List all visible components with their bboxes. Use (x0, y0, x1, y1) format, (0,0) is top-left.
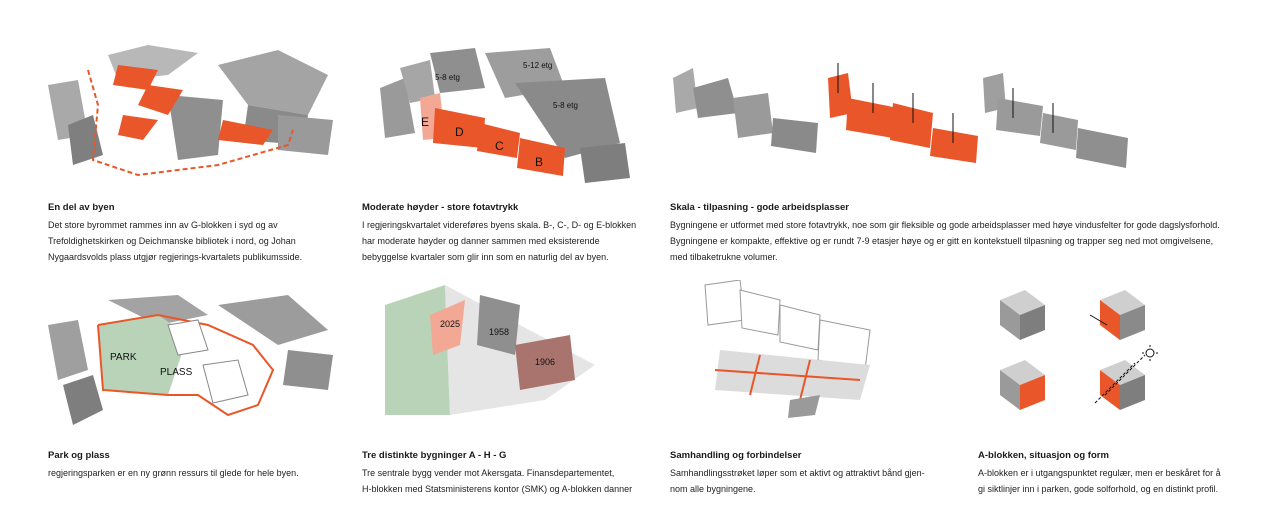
caption-line: med tilbaketrukne volumer. (670, 249, 1230, 265)
label-block-b: B (535, 155, 543, 169)
caption-moderate-hoyder: Moderate høyder - store fotavtrykk I reg… (362, 202, 652, 265)
diagram-block-heights: 5-8 etg 5-12 etg 5-8 etg E D C B (375, 48, 635, 188)
label-block-d: D (455, 125, 464, 139)
caption-line: I regjeringskvartalet videreføres byens … (362, 217, 652, 233)
caption-line: regjeringsparken er en ny grønn ressurs … (48, 465, 338, 481)
diagram-connections (700, 280, 900, 420)
caption-samhandling: Samhandling og forbindelser Samhandlings… (670, 450, 960, 497)
label-year-1958: 1958 (489, 327, 509, 337)
label-block-e: E (421, 115, 429, 129)
caption-a-blokken: A-blokken, situasjon og form A-blokken e… (978, 450, 1268, 497)
caption-title: Tre distinkte bygninger A - H - G (362, 450, 652, 462)
caption-line: H-blokken med Statsministerens kontor (S… (362, 481, 652, 497)
caption-line: Samhandlingsstrøket løper som et aktivt … (670, 465, 960, 481)
caption-park-og-plass: Park og plass regjeringsparken er en ny … (48, 450, 338, 481)
caption-title: En del av byen (48, 202, 338, 214)
caption-line: A-blokken er i utgangspunktet regulær, m… (978, 465, 1268, 481)
label-5-8-etg-a: 5-8 etg (435, 73, 460, 82)
diagram-city-context (48, 45, 338, 190)
caption-title: A-blokken, situasjon og form (978, 450, 1268, 462)
caption-line: Trefoldighetskirken og Deichmanske bibli… (48, 233, 338, 249)
caption-line: har moderate høyder og danner sammen med… (362, 233, 652, 249)
caption-line: Bygningene er kompakte, effektive og er … (670, 233, 1230, 249)
diagram-three-buildings: 2025 1958 1906 (385, 285, 610, 415)
caption-title: Moderate høyder - store fotavtrykk (362, 202, 652, 214)
diagram-park-plass: PARK PLASS (48, 295, 333, 430)
caption-title: Skala - tilpasning - gode arbeidsplasser (670, 202, 1230, 214)
caption-skala: Skala - tilpasning - gode arbeidsplasser… (670, 202, 1230, 265)
caption-line: gi siktlinjer inn i parken, gode solforh… (978, 481, 1268, 497)
label-block-c: C (495, 139, 504, 153)
sun-icon (1142, 345, 1158, 361)
label-5-12-etg: 5-12 etg (523, 61, 552, 70)
diagram-scale-blocks (668, 58, 1138, 178)
label-year-1906: 1906 (535, 357, 555, 367)
label-plass: PLASS (160, 367, 193, 378)
label-year-2025: 2025 (440, 319, 460, 329)
caption-title: Samhandling og forbindelser (670, 450, 960, 462)
caption-line: Det store byrommet rammes inn av G-blokk… (48, 217, 338, 233)
caption-tre-bygninger: Tre distinkte bygninger A - H - G Tre se… (362, 450, 652, 497)
label-5-8-etg-c: 5-8 etg (553, 101, 578, 110)
label-park: PARK (110, 352, 137, 363)
caption-line: bebyggelse kvartaler som glir inn som en… (362, 249, 652, 265)
caption-en-del-av-byen: En del av byen Det store byrommet rammes… (48, 202, 338, 265)
caption-line: nom alle bygningene. (670, 481, 960, 497)
caption-title: Park og plass (48, 450, 338, 462)
caption-line: Tre sentrale bygg vender mot Akersgata. … (362, 465, 652, 481)
caption-line: Nygaardsvolds plass utgjør regjerings-kv… (48, 249, 338, 265)
caption-line: Bygningene er utformet med store fotavtr… (670, 217, 1230, 233)
diagram-a-block-form (995, 285, 1165, 415)
